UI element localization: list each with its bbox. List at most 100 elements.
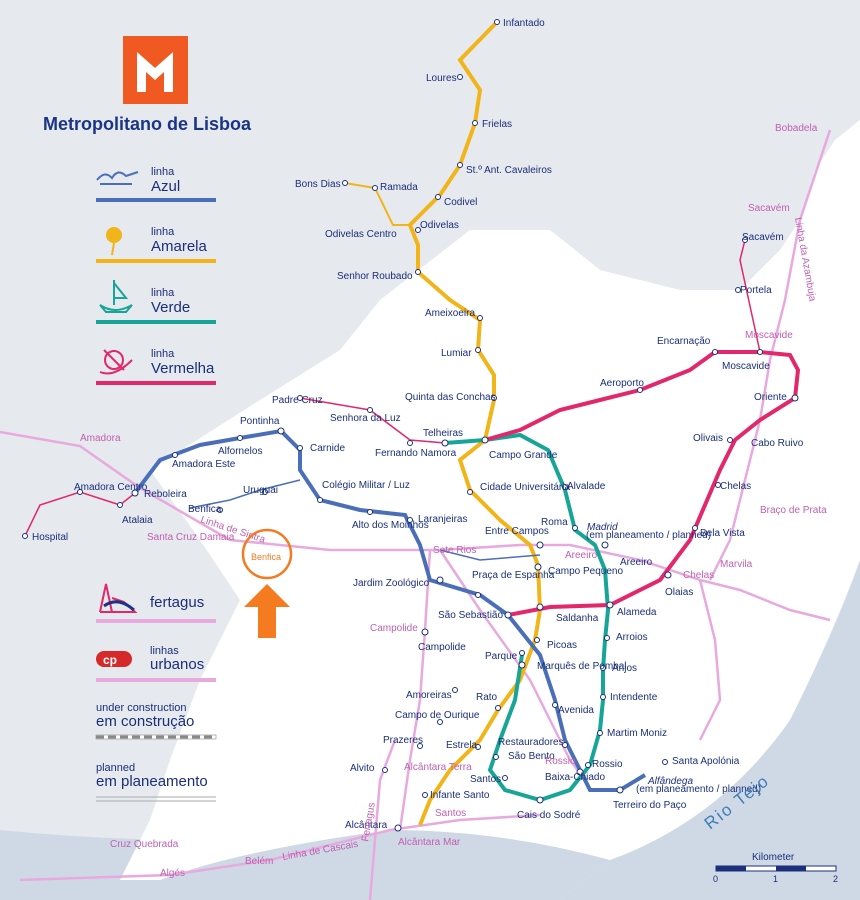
station-dot-sao-bento[interactable] bbox=[493, 754, 499, 760]
station-label-arroios[interactable]: Arroios bbox=[616, 632, 648, 643]
station-label-campo-ourique[interactable]: Campo de Ourique bbox=[395, 710, 480, 721]
station-dot-baixa-chiado[interactable] bbox=[576, 768, 584, 776]
station-label-encarnacao[interactable]: Encarnação bbox=[657, 336, 711, 347]
station-label-quinta[interactable]: Quinta das Conchas bbox=[405, 392, 496, 403]
station-label-sacavem[interactable]: Sacavém bbox=[742, 232, 784, 243]
station-dot-atalaia[interactable] bbox=[117, 502, 123, 508]
station-label-ramada[interactable]: Ramada bbox=[380, 182, 418, 193]
station-dot-senhor-roubado[interactable] bbox=[415, 269, 421, 275]
station-dot-praca-espanha[interactable] bbox=[475, 592, 481, 598]
station-label-restauradores[interactable]: Restauradores bbox=[498, 737, 564, 748]
station-label-senhora-luz[interactable]: Senhora da Luz bbox=[330, 413, 401, 424]
station-label-praca-espanha[interactable]: Praça de Espanha bbox=[472, 570, 555, 581]
station-dot-aeroporto[interactable] bbox=[637, 387, 643, 393]
station-label-odivelas-centro[interactable]: Odivelas Centro bbox=[325, 229, 397, 240]
station-label-cais[interactable]: Cais do Sodré bbox=[517, 810, 581, 821]
station-dot-codivel[interactable] bbox=[435, 194, 441, 200]
station-label-entre-campos[interactable]: Entre Campos bbox=[485, 526, 549, 537]
station-dot-colegio[interactable] bbox=[317, 497, 323, 503]
station-label-anjos[interactable]: Anjos bbox=[612, 663, 637, 674]
station-dot-rossio[interactable] bbox=[585, 762, 591, 768]
station-dot-laranjeiras[interactable] bbox=[407, 517, 413, 523]
station-dot-campo-pequeno[interactable] bbox=[534, 563, 542, 571]
station-label-campo-grande[interactable]: Campo Grande bbox=[489, 450, 558, 461]
station-dot-campolide[interactable] bbox=[421, 628, 429, 636]
station-dot-telheiras[interactable] bbox=[441, 439, 449, 447]
station-label-cabo-ruivo[interactable]: Cabo Ruivo bbox=[751, 438, 804, 449]
station-label-alvalade[interactable]: Alvalade bbox=[567, 481, 606, 492]
station-dot-amoreiras[interactable] bbox=[452, 687, 458, 693]
station-dot-st-ant[interactable] bbox=[457, 162, 463, 168]
station-label-alameda[interactable]: Alameda bbox=[617, 607, 657, 618]
station-dot-arroios[interactable] bbox=[604, 635, 610, 641]
station-label-martim[interactable]: Martim Moniz bbox=[607, 728, 667, 739]
station-dot-uruguai[interactable] bbox=[262, 489, 268, 495]
station-dot-intendente[interactable] bbox=[600, 694, 606, 700]
station-label-st-ant[interactable]: St.º Ant. Cavaleiros bbox=[466, 165, 552, 176]
station-label-sao-bento[interactable]: São Bento bbox=[508, 751, 555, 762]
station-dot-loures[interactable] bbox=[457, 74, 463, 80]
station-dot-infante[interactable] bbox=[422, 792, 428, 798]
station-dot-lumiar[interactable] bbox=[475, 347, 481, 353]
station-label-campo-pequeno[interactable]: Campo Pequeno bbox=[548, 566, 623, 577]
station-dot-estrela[interactable] bbox=[475, 744, 481, 750]
station-label-rato[interactable]: Rato bbox=[476, 692, 498, 703]
station-dot-infantado[interactable] bbox=[494, 19, 500, 25]
station-label-intendente[interactable]: Intendente bbox=[610, 692, 658, 703]
station-label-atalaia[interactable]: Atalaia bbox=[122, 515, 153, 526]
station-dot-jardim[interactable] bbox=[436, 576, 444, 584]
station-label-portela[interactable]: Portela bbox=[740, 285, 772, 296]
station-dot-oriente[interactable] bbox=[791, 394, 799, 402]
station-label-avenida[interactable]: Avenida bbox=[558, 705, 594, 716]
station-label-benfica[interactable]: Benfica bbox=[188, 504, 222, 515]
station-dot-reboleira[interactable] bbox=[131, 489, 139, 497]
station-dot-rato[interactable] bbox=[495, 705, 501, 711]
station-label-cidade-universitaria[interactable]: Cidade Universitária bbox=[480, 482, 570, 493]
station-dot-odivelas[interactable] bbox=[415, 227, 421, 233]
station-label-oriente[interactable]: Oriente bbox=[754, 392, 787, 403]
station-dot-cabo-ruivo[interactable] bbox=[727, 437, 733, 443]
station-dot-sacavem[interactable] bbox=[742, 237, 748, 243]
station-dot-fernando[interactable] bbox=[407, 440, 413, 446]
station-dot-campo-grande[interactable] bbox=[481, 436, 489, 444]
station-dot-chelas[interactable] bbox=[715, 482, 721, 488]
station-label-campolide[interactable]: Campolide bbox=[418, 642, 466, 653]
station-dot-senhora-luz[interactable] bbox=[367, 407, 373, 413]
station-label-alvito[interactable]: Alvito bbox=[350, 763, 375, 774]
station-label-alfornelos[interactable]: Alfornelos bbox=[218, 446, 262, 457]
station-dot-frielas[interactable] bbox=[472, 120, 478, 126]
station-label-aeroporto[interactable]: Aeroporto bbox=[600, 378, 644, 389]
station-dot-hospital[interactable] bbox=[22, 533, 28, 539]
station-label-moscavide[interactable]: Moscavide bbox=[722, 361, 770, 372]
station-label-carnide[interactable]: Carnide bbox=[310, 443, 345, 454]
station-label-amadora-este[interactable]: Amadora Este bbox=[172, 459, 236, 470]
station-label-estrela[interactable]: Estrela bbox=[446, 740, 478, 751]
station-label-senhor-roubado[interactable]: Senhor Roubado bbox=[337, 271, 413, 282]
station-label-infantado[interactable]: Infantado bbox=[503, 18, 545, 29]
station-label-sta-apolonia[interactable]: Santa Apolónia bbox=[672, 756, 740, 767]
station-label-bons-dias[interactable]: Bons Dias bbox=[295, 179, 341, 190]
station-label-frielas[interactable]: Frielas bbox=[482, 119, 512, 130]
station-dot-martim[interactable] bbox=[597, 730, 603, 736]
station-label-sao-sebastiao[interactable]: São Sebastião bbox=[438, 610, 503, 621]
station-label-amadora-centro[interactable]: Amadora Centro bbox=[74, 482, 148, 493]
station-label-colegio[interactable]: Colégio Militar / Luz bbox=[322, 480, 410, 491]
station-dot-avenida[interactable] bbox=[552, 702, 558, 708]
station-dot-marques[interactable] bbox=[518, 661, 526, 669]
station-dot-areeiro[interactable] bbox=[601, 541, 609, 549]
station-dot-olaias[interactable] bbox=[664, 571, 672, 579]
station-dot-sta-apolonia[interactable] bbox=[662, 759, 668, 765]
station-dot-alvito[interactable] bbox=[382, 767, 388, 773]
station-label-amoreiras[interactable]: Amoreiras bbox=[406, 690, 452, 701]
station-label-alfandega[interactable]: Alfândega bbox=[647, 776, 693, 787]
station-label-areeiro[interactable]: Areeiro bbox=[620, 557, 653, 568]
station-dot-cais[interactable] bbox=[536, 796, 544, 804]
station-label-padre-cruz[interactable]: Padre Cruz bbox=[272, 395, 323, 406]
station-dot-anjos[interactable] bbox=[600, 665, 606, 671]
station-dot-portela[interactable] bbox=[735, 287, 741, 293]
station-dot-alcantara[interactable] bbox=[394, 824, 402, 832]
station-label-reboleira[interactable]: Reboleira bbox=[144, 489, 187, 500]
station-label-uruguai[interactable]: Uruguai bbox=[243, 485, 278, 496]
station-label-parque[interactable]: Parque bbox=[485, 651, 518, 662]
station-label-hospital[interactable]: Hospital bbox=[32, 532, 68, 543]
